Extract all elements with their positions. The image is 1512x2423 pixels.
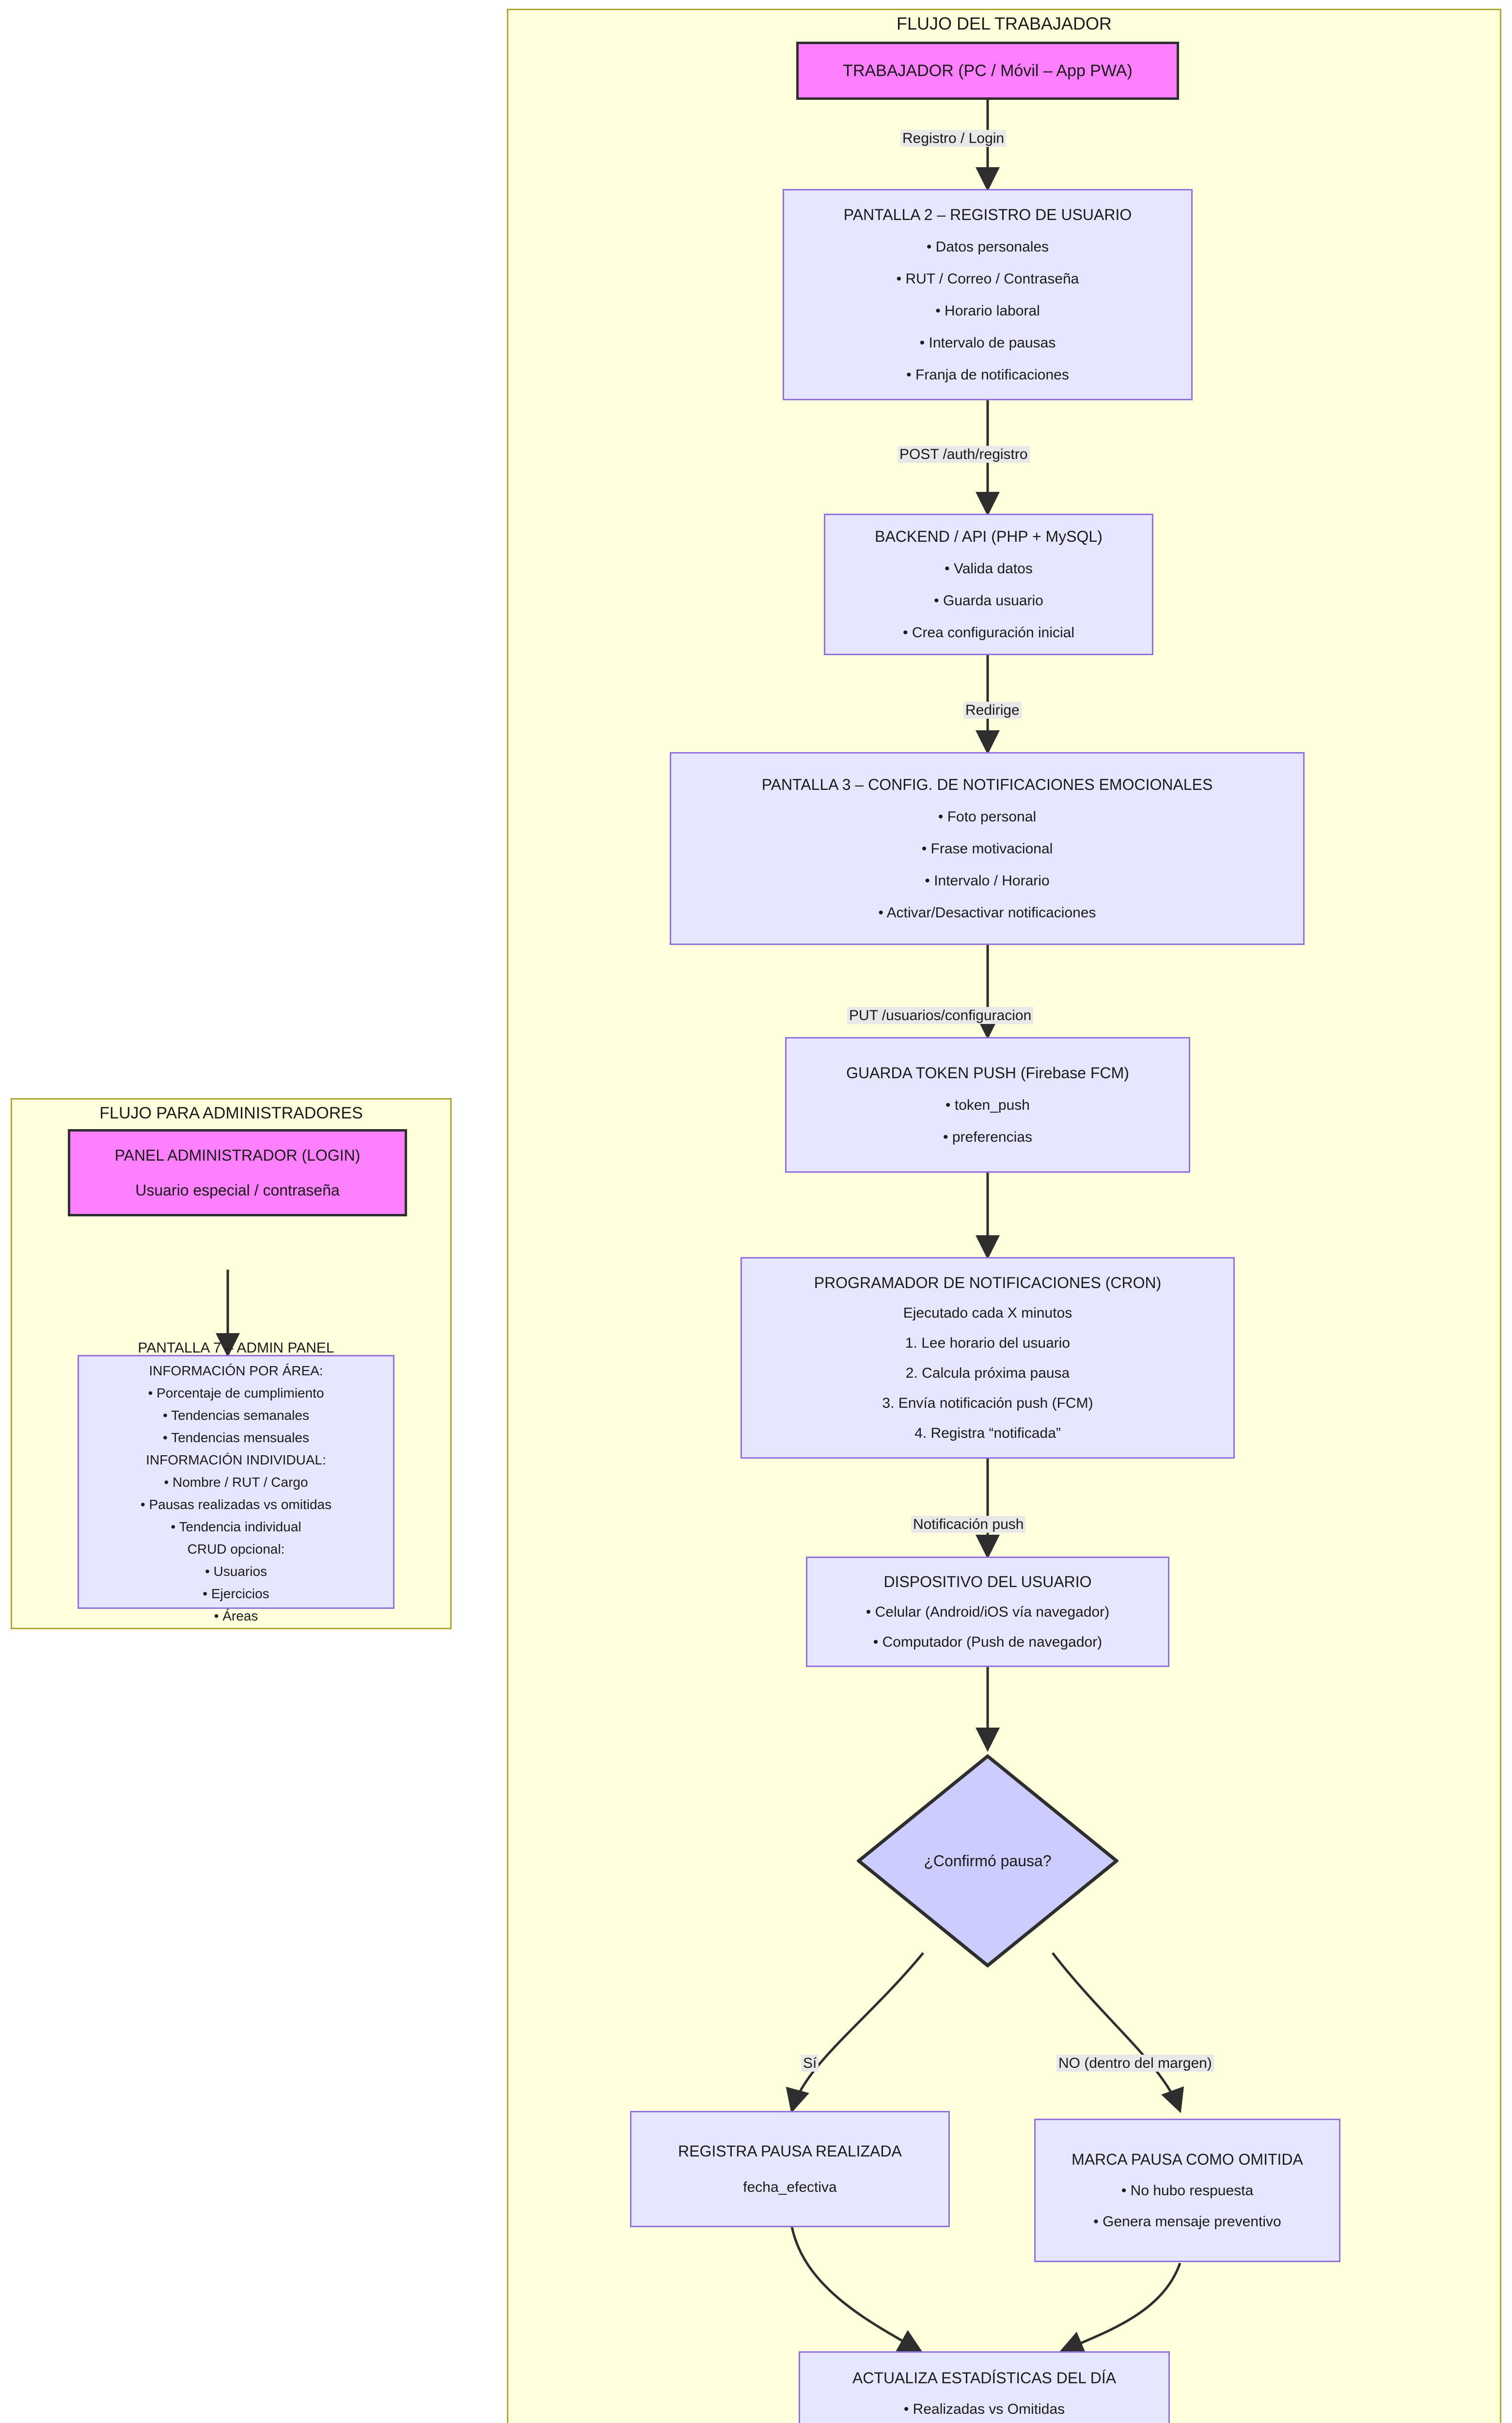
node-cron-line-0: Ejecutado cada X minutos <box>903 1305 1072 1321</box>
edge-label-put-usuarios-configuracion: PUT /usuarios/configuracion <box>847 1007 1034 1024</box>
edge-label-no-dentro-del-margen: NO (dentro del margen) <box>1056 2055 1214 2072</box>
edge-label-post-auth-registro: POST /auth/registro <box>898 446 1030 463</box>
node-pantalla7-line-2: • Tendencias semanales <box>163 1408 309 1423</box>
node-pantalla2-line-2: • Horario laboral <box>935 303 1040 319</box>
node-pantalla7-title: PANTALLA 7 – ADMIN PANEL <box>138 1340 334 1356</box>
cluster-title-administradores: FLUJO PARA ADMINISTRADORES <box>99 1104 363 1122</box>
node-cron[interactable]: PROGRAMADOR DE NOTIFICACIONES (CRON) Eje… <box>740 1257 1235 1459</box>
node-pantalla7-line-10: • Ejercicios <box>203 1586 269 1601</box>
cluster-flujo-trabajador <box>507 9 1501 2423</box>
node-dispositivo[interactable]: DISPOSITIVO DEL USUARIO • Celular (Andro… <box>806 1557 1169 1667</box>
edge-label-si: Sí <box>801 2055 819 2072</box>
node-cron-line-4: 4. Registra “notificada” <box>914 1425 1061 1441</box>
node-pantalla3-line-0: • Foto personal <box>938 809 1037 825</box>
node-panel-administrador-line-0: Usuario especial / contraseña <box>135 1181 340 1199</box>
node-backend[interactable]: BACKEND / API (PHP + MySQL) • Valida dat… <box>824 514 1153 655</box>
cluster-title-trabajador: FLUJO DEL TRABAJADOR <box>896 14 1112 33</box>
node-pantalla7-line-1: • Porcentaje de cumplimiento <box>148 1385 324 1400</box>
node-registra-pausa-line-0: fecha_efectiva <box>743 2179 837 2195</box>
node-backend-line-1: • Guarda usuario <box>934 593 1043 609</box>
node-actualiza-estadisticas-line-0: • Realizadas vs Omitidas <box>903 2401 1065 2417</box>
node-marca-omitida-line-0: • No hubo respuesta <box>1121 2183 1254 2199</box>
node-pantalla3-title: PANTALLA 3 – CONFIG. DE NOTIFICACIONES E… <box>761 776 1213 793</box>
node-registra-pausa-title: REGISTRA PAUSA REALIZADA <box>678 2142 902 2160</box>
edge-label-redirige: Redirige <box>963 702 1022 719</box>
node-pantalla7-line-9: • Usuarios <box>205 1564 268 1579</box>
node-pantalla7[interactable]: PANTALLA 7 – ADMIN PANEL INFORMACIÓN POR… <box>78 1341 394 1623</box>
node-pantalla2-line-3: • Intervalo de pausas <box>919 335 1056 351</box>
node-cron-line-1: 1. Lee horario del usuario <box>905 1335 1071 1351</box>
node-pantalla2-line-4: • Franja de notificaciones <box>906 367 1069 383</box>
node-backend-line-0: • Valida datos <box>945 561 1033 577</box>
node-token-push-line-0: • token_push <box>945 1097 1030 1113</box>
node-registra-pausa[interactable]: REGISTRA PAUSA REALIZADA fecha_efectiva <box>630 2111 950 2227</box>
diamond-shape <box>857 1754 1118 1967</box>
node-backend-line-2: • Crea configuración inicial <box>902 625 1074 641</box>
node-decision-label: ¿Confirmó pausa? <box>924 1852 1052 1870</box>
node-actualiza-estadisticas-title: ACTUALIZA ESTADÍSTICAS DEL DÍA <box>852 2369 1117 2387</box>
node-pantalla3-line-1: • Frase motivacional <box>921 841 1053 857</box>
node-pantalla7-line-3: • Tendencias mensuales <box>163 1430 309 1445</box>
node-trabajador[interactable]: TRABAJADOR (PC / Móvil – App PWA) <box>796 42 1179 100</box>
node-pantalla2-line-1: • RUT / Correo / Contraseña <box>896 271 1079 287</box>
node-marca-omitida-title: MARCA PAUSA COMO OMITIDA <box>1071 2151 1303 2168</box>
node-pantalla7-line-11: • Áreas <box>214 1608 258 1623</box>
node-pantalla7-line-6: • Pausas realizadas vs omitidas <box>140 1497 332 1512</box>
node-pantalla7-line-7: • Tendencia individual <box>171 1519 301 1534</box>
node-token-push-title: GUARDA TOKEN PUSH (Firebase FCM) <box>846 1064 1129 1082</box>
edge-label-notificacion-push: Notificación push <box>911 1516 1026 1533</box>
node-dispositivo-title: DISPOSITIVO DEL USUARIO <box>883 1573 1092 1590</box>
node-marca-omitida-line-1: • Genera mensaje preventivo <box>1093 2214 1281 2230</box>
node-token-push-line-1: • preferencias <box>943 1129 1032 1145</box>
node-pantalla2-line-0: • Datos personales <box>926 239 1049 255</box>
node-cron-line-2: 2. Calcula próxima pausa <box>905 1365 1070 1381</box>
node-panel-administrador-title: PANEL ADMINISTRADOR (LOGIN) <box>114 1147 361 1164</box>
node-pantalla2-title: PANTALLA 2 – REGISTRO DE USUARIO <box>843 206 1132 223</box>
node-pantalla3[interactable]: PANTALLA 3 – CONFIG. DE NOTIFICACIONES E… <box>670 752 1305 945</box>
node-backend-title: BACKEND / API (PHP + MySQL) <box>875 528 1102 545</box>
node-pantalla3-line-3: • Activar/Desactivar notificaciones <box>878 905 1096 921</box>
node-pantalla7-line-8: CRUD opcional: <box>187 1542 285 1557</box>
node-decision-confirmo-pausa[interactable]: ¿Confirmó pausa? <box>857 1754 1118 1967</box>
node-pantalla3-line-2: • Intervalo / Horario <box>925 873 1050 889</box>
node-trabajador-title: TRABAJADOR (PC / Móvil – App PWA) <box>843 62 1133 80</box>
node-actualiza-estadisticas[interactable]: ACTUALIZA ESTADÍSTICAS DEL DÍA • Realiza… <box>799 2351 1170 2423</box>
node-pantalla7-line-5: • Nombre / RUT / Cargo <box>164 1475 308 1490</box>
node-marca-omitida[interactable]: MARCA PAUSA COMO OMITIDA • No hubo respu… <box>1034 2119 1340 2262</box>
edge-label-registro-login: Registro / Login <box>900 130 1007 147</box>
node-panel-administrador[interactable]: PANEL ADMINISTRADOR (LOGIN) Usuario espe… <box>68 1129 407 1216</box>
node-cron-title: PROGRAMADOR DE NOTIFICACIONES (CRON) <box>814 1274 1162 1291</box>
node-dispositivo-line-0: • Celular (Android/iOS vía navegador) <box>866 1604 1110 1620</box>
node-dispositivo-line-1: • Computador (Push de navegador) <box>873 1634 1102 1650</box>
node-pantalla7-line-4: INFORMACIÓN INDIVIDUAL: <box>146 1452 326 1467</box>
node-pantalla7-line-0: INFORMACIÓN POR ÁREA: <box>149 1363 323 1378</box>
node-pantalla2[interactable]: PANTALLA 2 – REGISTRO DE USUARIO • Datos… <box>783 189 1193 400</box>
node-cron-line-3: 3. Envía notificación push (FCM) <box>882 1395 1093 1411</box>
node-token-push[interactable]: GUARDA TOKEN PUSH (Firebase FCM) • token… <box>785 1037 1190 1173</box>
